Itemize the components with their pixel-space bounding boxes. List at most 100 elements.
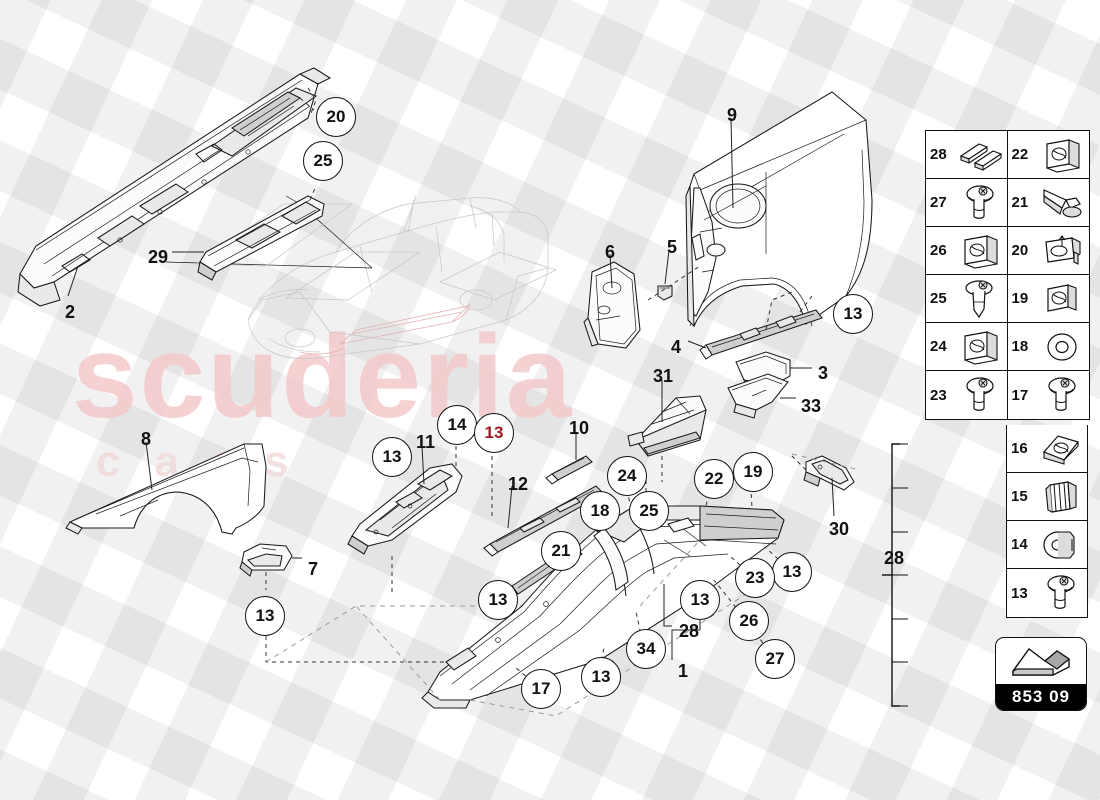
shim-plates-icon <box>954 134 1007 176</box>
callout-bubble-22[interactable]: 22 <box>694 459 734 499</box>
callout-bubble-13[interactable]: 13 <box>245 596 285 636</box>
hardware-legend-right-column: 22 21 20 19 18 1 <box>1007 131 1090 419</box>
rivet-pin-icon <box>954 278 1007 320</box>
legend-cell-15[interactable]: 15 <box>1007 473 1087 521</box>
clip-flat-icon <box>1036 278 1090 320</box>
dash-25a <box>309 185 317 201</box>
callout-bubble-13[interactable]: 13 <box>474 413 514 453</box>
part-7-bracket <box>239 543 293 577</box>
legend-item-number: 13 <box>1011 584 1028 602</box>
legend-cell-21[interactable]: 21 <box>1007 179 1089 227</box>
callout-bubble-13[interactable]: 13 <box>372 437 412 477</box>
screw-domed-icon <box>954 182 1007 224</box>
legend-item-number: 19 <box>1011 290 1029 307</box>
part-29-bracket <box>197 195 325 281</box>
part-11-reinforcement <box>347 463 463 555</box>
leader-30 <box>831 477 835 517</box>
sill-part-icon <box>996 638 1086 684</box>
grommet-block-icon <box>1035 476 1087 518</box>
hardware-legend-tail-column: 16 15 14 13 <box>1006 425 1088 618</box>
part-number-9: 9 <box>727 105 738 125</box>
callout-bubble-17[interactable]: 17 <box>521 669 561 709</box>
legend-cell-16[interactable]: 16 <box>1007 425 1087 473</box>
callout-bubble-34[interactable]: 34 <box>626 629 666 669</box>
callout-bubble-20[interactable]: 20 <box>316 97 356 137</box>
screw-domed-icon <box>1036 374 1090 416</box>
part-5-clip <box>657 285 673 301</box>
part-number-4: 4 <box>671 337 682 357</box>
part-6-panel <box>583 261 641 349</box>
dash-13-chain <box>265 620 470 663</box>
callout-bubble-25[interactable]: 25 <box>303 141 343 181</box>
callout-bubble-18[interactable]: 18 <box>580 491 620 531</box>
legend-item-number: 17 <box>1011 386 1029 404</box>
ghost-car-body <box>247 195 549 359</box>
leader-11 <box>421 445 425 485</box>
legend-cell-17[interactable]: 17 <box>1007 371 1090 419</box>
callout-bubble-13[interactable]: 13 <box>680 580 720 620</box>
callout-bubble-13[interactable]: 13 <box>833 294 873 334</box>
part-number-29: 29 <box>148 247 169 267</box>
clip-square-icon <box>954 326 1007 368</box>
legend-item-number: 21 <box>1011 194 1029 211</box>
leader-9 <box>730 117 734 209</box>
dash-13-quarter <box>799 295 813 313</box>
leader-4 <box>687 340 707 349</box>
part-number-30: 30 <box>829 519 850 539</box>
legend-item-number: 28 <box>930 146 947 163</box>
legend-cell-20[interactable]: 20 <box>1007 227 1089 275</box>
legend-cell-19[interactable]: 19 <box>1007 275 1090 323</box>
part-2-sill-rail <box>17 67 332 307</box>
callout-bubble-13[interactable]: 13 <box>478 580 518 620</box>
part-number-28: 28 <box>884 548 905 568</box>
callout-bubble-21[interactable]: 21 <box>541 531 581 571</box>
callout-bubble-14[interactable]: 14 <box>437 405 477 445</box>
screw-domed-icon <box>954 374 1007 416</box>
part-number-28: 28 <box>679 621 700 641</box>
callout-bubble-24[interactable]: 24 <box>607 456 647 496</box>
legend-cell-18[interactable]: 18 <box>1007 323 1090 371</box>
legend-cell-24[interactable]: 24 <box>926 323 1007 371</box>
legend-cell-26[interactable]: 26 <box>926 227 1007 275</box>
part-number-33: 33 <box>801 396 822 416</box>
screw-domed-icon <box>1035 572 1087 614</box>
part-number-5: 5 <box>667 237 678 257</box>
legend-cell-27[interactable]: 27 <box>926 179 1007 227</box>
callout-bubble-13[interactable]: 13 <box>581 657 621 697</box>
legend-cell-22[interactable]: 22 <box>1007 131 1090 179</box>
diagram-number-badge: 853 09 <box>995 637 1087 711</box>
callout-bubble-13[interactable]: 13 <box>772 552 812 592</box>
legend-cell-13[interactable]: 13 <box>1007 569 1087 617</box>
legend-item-number: 20 <box>1011 242 1029 259</box>
part-number-12: 12 <box>508 474 529 494</box>
part-number-10: 10 <box>569 418 590 438</box>
legend-cell-28[interactable]: 28 <box>926 131 1007 179</box>
part-4-trim-strip <box>699 309 823 360</box>
legend-cell-23[interactable]: 23 <box>926 371 1007 419</box>
hardware-legend-left-column: 28 27 26 25 24 <box>926 131 1008 419</box>
legend-item-number: 26 <box>930 242 947 259</box>
callout-bubble-25[interactable]: 25 <box>629 491 669 531</box>
diagram-number: 853 09 <box>996 684 1086 710</box>
part-30-bracket <box>803 455 855 491</box>
leader-2 <box>67 265 79 297</box>
leader-5 <box>664 249 670 285</box>
group-bracket-28 <box>878 430 988 725</box>
legend-cell-14[interactable]: 14 <box>1007 521 1087 569</box>
dash-30 <box>789 453 807 471</box>
legend-cell-25[interactable]: 25 <box>926 275 1007 323</box>
callout-bubble-26[interactable]: 26 <box>729 601 769 641</box>
callout-bubble-27[interactable]: 27 <box>755 639 795 679</box>
part-number-11: 11 <box>416 432 436 452</box>
cap-disc-icon <box>1035 524 1087 566</box>
clip-square-icon <box>1036 134 1090 176</box>
callout-bubble-19[interactable]: 19 <box>733 452 773 492</box>
part-number-6: 6 <box>605 242 616 262</box>
ghost-car-sill-highlight <box>299 303 471 355</box>
washer-icon <box>1036 326 1090 368</box>
part-33-bracket <box>727 373 789 419</box>
callout-bubble-23[interactable]: 23 <box>735 558 775 598</box>
legend-item-number: 16 <box>1011 440 1028 457</box>
